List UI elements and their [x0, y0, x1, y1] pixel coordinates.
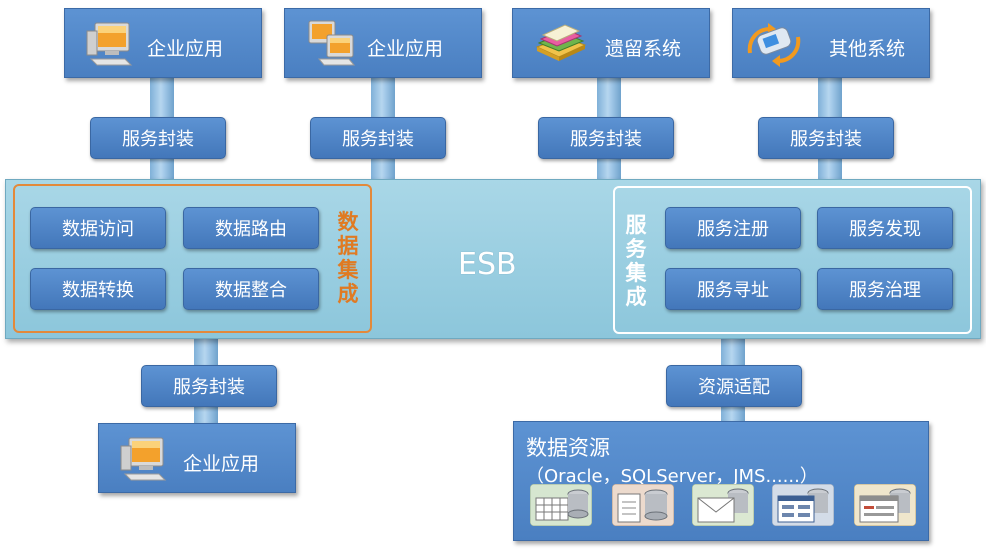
table-database-icon: [530, 484, 592, 526]
data-integration-group: [13, 184, 372, 333]
service-wrap-3: 服务封装: [538, 117, 674, 159]
data-integration-item: 数据转换: [30, 268, 166, 310]
service-wrap-bottom: 服务封装: [141, 365, 277, 407]
top-system-2: 企业应用: [284, 8, 482, 78]
bottom-left-system-label: 企业应用: [183, 453, 260, 475]
top-system-3: 遗留系统: [512, 8, 710, 78]
window-database-icon: [854, 484, 916, 526]
data-integration-item: 数据整合: [183, 268, 319, 310]
top-system-1: 企业应用: [64, 8, 262, 78]
folders-icon: [535, 24, 587, 61]
top-system-label: 遗留系统: [605, 38, 682, 60]
mail-database-icon: [692, 484, 754, 526]
esb-bar: [5, 179, 981, 339]
resource-adapter: 资源适配: [666, 365, 802, 407]
data-integration-item: 数据路由: [183, 207, 319, 249]
service-integration-item: 服务治理: [817, 268, 953, 310]
top-system-label: 企业应用: [147, 38, 224, 60]
data-integration-title: 数据集成: [337, 210, 359, 306]
computer-icon: [120, 437, 167, 481]
form-database-icon: [772, 484, 834, 526]
service-integration-item: 服务发现: [817, 207, 953, 249]
service-integration-title: 服务集成: [625, 213, 647, 309]
mobile-device-icon: [747, 23, 801, 67]
service-wrap-4: 服务封装: [758, 117, 894, 159]
data-integration-item: 数据访问: [30, 207, 166, 249]
service-integration-group: [613, 186, 972, 334]
top-system-label: 其他系统: [829, 38, 906, 60]
service-integration-item: 服务寻址: [665, 268, 801, 310]
esb-label: ESB: [458, 247, 517, 282]
computer-icon: [86, 22, 133, 66]
service-wrap-2: 服务封装: [310, 117, 446, 159]
document-database-icon: [612, 484, 674, 526]
bottom-left-system: 企业应用: [98, 423, 296, 493]
service-wrap-1: 服务封装: [90, 117, 226, 159]
service-integration-item: 服务注册: [665, 207, 801, 249]
data-resource-title: 数据资源: [526, 436, 610, 460]
data-resource-subtitle: （Oracle，SQLServer，JMS......）: [526, 466, 818, 487]
computers-icon: [308, 20, 356, 66]
top-system-label: 企业应用: [367, 38, 444, 60]
top-system-4: 其他系统: [732, 8, 930, 78]
